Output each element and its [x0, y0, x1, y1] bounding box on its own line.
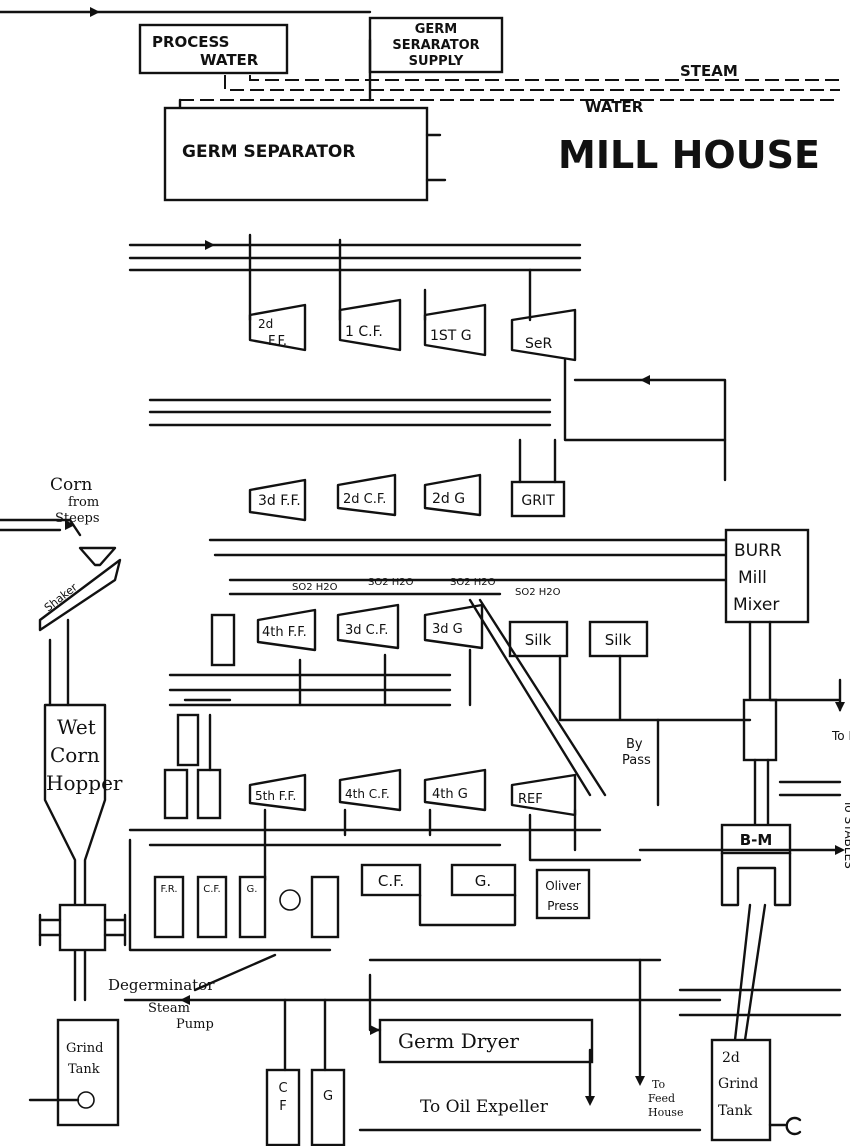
row3-g-label: 3d G — [432, 622, 463, 637]
bottom-section: Germ Dryer C F G To Oil Expeller To Feed… — [267, 960, 840, 1145]
germ-dryer-label: Germ Dryer — [398, 1029, 519, 1053]
g-small-label: G. — [247, 884, 258, 895]
so-label-4: SO2 H2O — [515, 587, 561, 598]
row4-cf-label: 4th C.F. — [345, 787, 390, 801]
germ-supply-label-3: SUPPLY — [409, 54, 464, 69]
burr-mill-section: BURR Mill Mixer B-M To D To STABLES — [640, 530, 850, 1040]
row1-ser-label: SeR — [525, 336, 553, 352]
oliver-label-1: Oliver — [545, 879, 581, 893]
hopper-label-1: Wet — [57, 715, 96, 739]
grind-tank-2-label-1: 2d — [722, 1050, 740, 1066]
row1-ff-label-1: 2d — [258, 317, 273, 331]
silk-label-1: Silk — [525, 631, 552, 649]
feed-label-3: House — [648, 1106, 683, 1119]
bypass-label-1: By — [626, 737, 643, 752]
corn-label-2: from — [68, 495, 99, 510]
hopper-label-2: Corn — [50, 743, 100, 767]
water-label: WATER — [585, 98, 644, 116]
to-d-label: To D — [831, 729, 850, 743]
germ-supply-label-1: GERM — [415, 22, 458, 37]
row2-g-label: 2d G — [432, 491, 465, 507]
g-box-label: G. — [475, 872, 491, 890]
germ-separator-label: GERM SEPARATOR — [182, 142, 355, 162]
fr-label: F.R. — [160, 884, 177, 895]
row4-g-label: 4th G — [432, 787, 468, 802]
germ-supply-label-2: SERARATOR — [392, 38, 479, 53]
burr-label-2: Mill — [738, 568, 767, 588]
grind-tank-2-label-3: Tank — [718, 1103, 753, 1119]
row-2: 3d F.F. 2d C.F. 2d G GRIT — [210, 440, 725, 594]
cf-small-label: C.F. — [203, 884, 221, 895]
row4-ref-label: REF — [518, 792, 543, 807]
to-stables-label: To STABLES — [842, 799, 850, 869]
row3-ff-label: 4th F.F. — [262, 625, 307, 640]
steam-pump-label-1: Steam — [148, 1001, 190, 1016]
row-1: 2d F.F. 1 C.F. 1ST G SeR — [130, 235, 725, 480]
so-label-2: SO2 H2O — [368, 577, 414, 588]
corn-label-3: Steeps — [55, 511, 100, 526]
burr-label-3: Mixer — [733, 595, 779, 615]
corn-label-1: Corn — [50, 475, 92, 495]
top-section: PROCESS WATER GERM SERARATOR SUPPLY STEA… — [0, 7, 840, 200]
row2-cf-label: 2d C.F. — [343, 492, 386, 507]
feed-label-2: Feed — [648, 1092, 675, 1105]
bm-label: B-M — [740, 831, 773, 849]
bottom-cf-label-2: F — [279, 1099, 286, 1114]
so-label-3: SO2 H2O — [450, 577, 496, 588]
oliver-label-2: Press — [547, 899, 579, 913]
oil-label: To Oil Expeller — [420, 1097, 549, 1117]
cf-box-label: C.F. — [378, 872, 404, 890]
steam-label: STEAM — [680, 62, 738, 80]
row4-ff-label: 5th F.F. — [255, 789, 296, 803]
bypass-label-2: Pass — [622, 753, 651, 768]
silk-label-2: Silk — [605, 631, 632, 649]
so-label-1: SO2 H2O — [292, 582, 338, 593]
bottom-g-box — [312, 1070, 344, 1145]
row3-cf-label: 3d C.F. — [345, 623, 388, 638]
grind-tank-label-2: Tank — [68, 1062, 100, 1077]
grind-tank-2-label-2: Grind — [718, 1076, 758, 1092]
row-3: 4th F.F. 3d C.F. 3d G SO2 H2O SO2 H2O SO… — [170, 577, 750, 805]
mill-house-title: MILL HOUSE — [558, 133, 820, 177]
degerminator-label: Degerminator — [108, 976, 215, 994]
row1-g-label: 1ST G — [430, 328, 472, 344]
grit-label: GRIT — [521, 493, 555, 509]
feed-label-1: To — [652, 1078, 665, 1091]
small-tanks: F.R. C.F. G. C.F. G. Oliver Press — [130, 700, 589, 950]
row1-cf-label: 1 C.F. — [345, 324, 383, 340]
bottom-g-label: G — [323, 1089, 333, 1104]
process-water-label-1: PROCESS — [152, 33, 229, 51]
row1-ff-label-2: F.F. — [268, 334, 287, 349]
grind-tank-label-1: Grind — [66, 1041, 103, 1056]
process-water-label-2: WATER — [200, 51, 259, 69]
burr-label-1: BURR — [734, 541, 782, 561]
shaker-label: Shaker — [42, 580, 80, 614]
bottom-cf-label-1: C — [278, 1081, 287, 1096]
hopper-label-3: Hopper — [46, 771, 123, 795]
steam-pump-label-2: Pump — [176, 1017, 214, 1032]
row2-ff-label: 3d F.F. — [258, 493, 301, 509]
degerminator-box — [60, 905, 105, 950]
